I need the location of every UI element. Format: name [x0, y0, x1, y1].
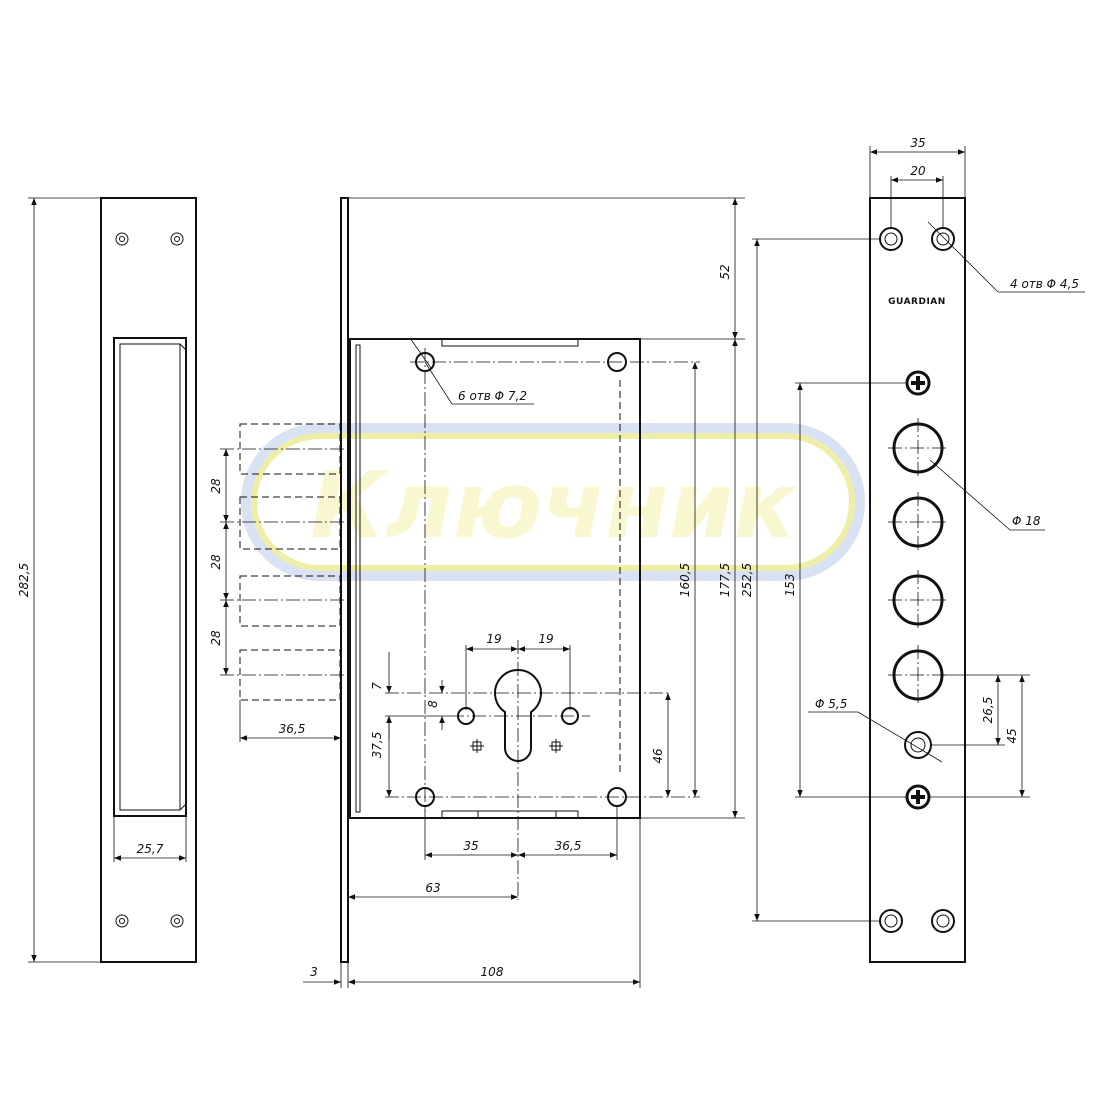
dim-cyl-right: 19: [538, 632, 553, 646]
dim-top-offset: 52: [718, 264, 732, 279]
dim-bottom-35: 35: [463, 839, 478, 853]
dim-faceplate-thickness: 3: [310, 965, 318, 979]
cylinder-profile: [494, 669, 542, 762]
dim-backset: 63: [425, 881, 440, 895]
note-case-holes: 6 отв Φ 7,2: [458, 389, 527, 403]
dim-bottom-36-5: 36,5: [555, 839, 582, 853]
dim-cyl-left: 19: [486, 632, 501, 646]
note-bolt-diameter: Φ 18: [1012, 514, 1041, 528]
dim-holes-vertical: 160,5: [678, 563, 692, 597]
faceplate-mounting-holes: [879, 227, 955, 933]
dim-screw-span: 153: [783, 574, 797, 597]
dim-cyl-37-5: 37,5: [370, 732, 384, 759]
dim-faceplate-width: 35: [910, 136, 925, 150]
brand-logo: GUARDIAN: [888, 297, 946, 307]
dim-cutout-width: 25,7: [137, 842, 164, 856]
dim-bolt-pitch-3: 28: [209, 630, 223, 646]
dim-bolt-pitch-1: 28: [209, 478, 223, 494]
dim-strike-height: 282,5: [17, 563, 31, 597]
strike-holes: [115, 232, 184, 928]
dim-cyl-7: 7: [370, 682, 384, 690]
watermark: Ключник: [241, 423, 865, 581]
lock-body-view: 28 28 28 36,5: [209, 197, 745, 988]
hidden-bolts: [220, 423, 345, 701]
dim-cyl-8: 8: [426, 700, 440, 708]
faceplate-screws: [905, 370, 931, 810]
dim-45: 45: [1005, 728, 1019, 743]
watermark-text: Ключник: [310, 452, 798, 559]
dim-hole-spacing: 20: [910, 164, 926, 178]
note-faceplate-holes: 4 отв Φ 4,5: [1010, 277, 1079, 291]
dim-total-height: 252,5: [740, 563, 754, 597]
small-hole: [904, 731, 932, 759]
dim-26-5: 26,5: [981, 697, 995, 724]
note-small-hole: Φ 5,5: [815, 697, 847, 711]
dim-bolt-pitch-2: 28: [209, 554, 223, 570]
faceplate-view: GUARDIAN: [740, 136, 1085, 963]
strike-plate-view: 282,5 25,7: [17, 197, 197, 963]
bolt-openings: [888, 418, 948, 705]
dim-bolt-throw: 36,5: [279, 722, 306, 736]
dim-case-depth: 108: [481, 965, 504, 979]
dim-case-height: 177,5: [718, 563, 732, 597]
dim-cyl-46: 46: [651, 748, 665, 764]
